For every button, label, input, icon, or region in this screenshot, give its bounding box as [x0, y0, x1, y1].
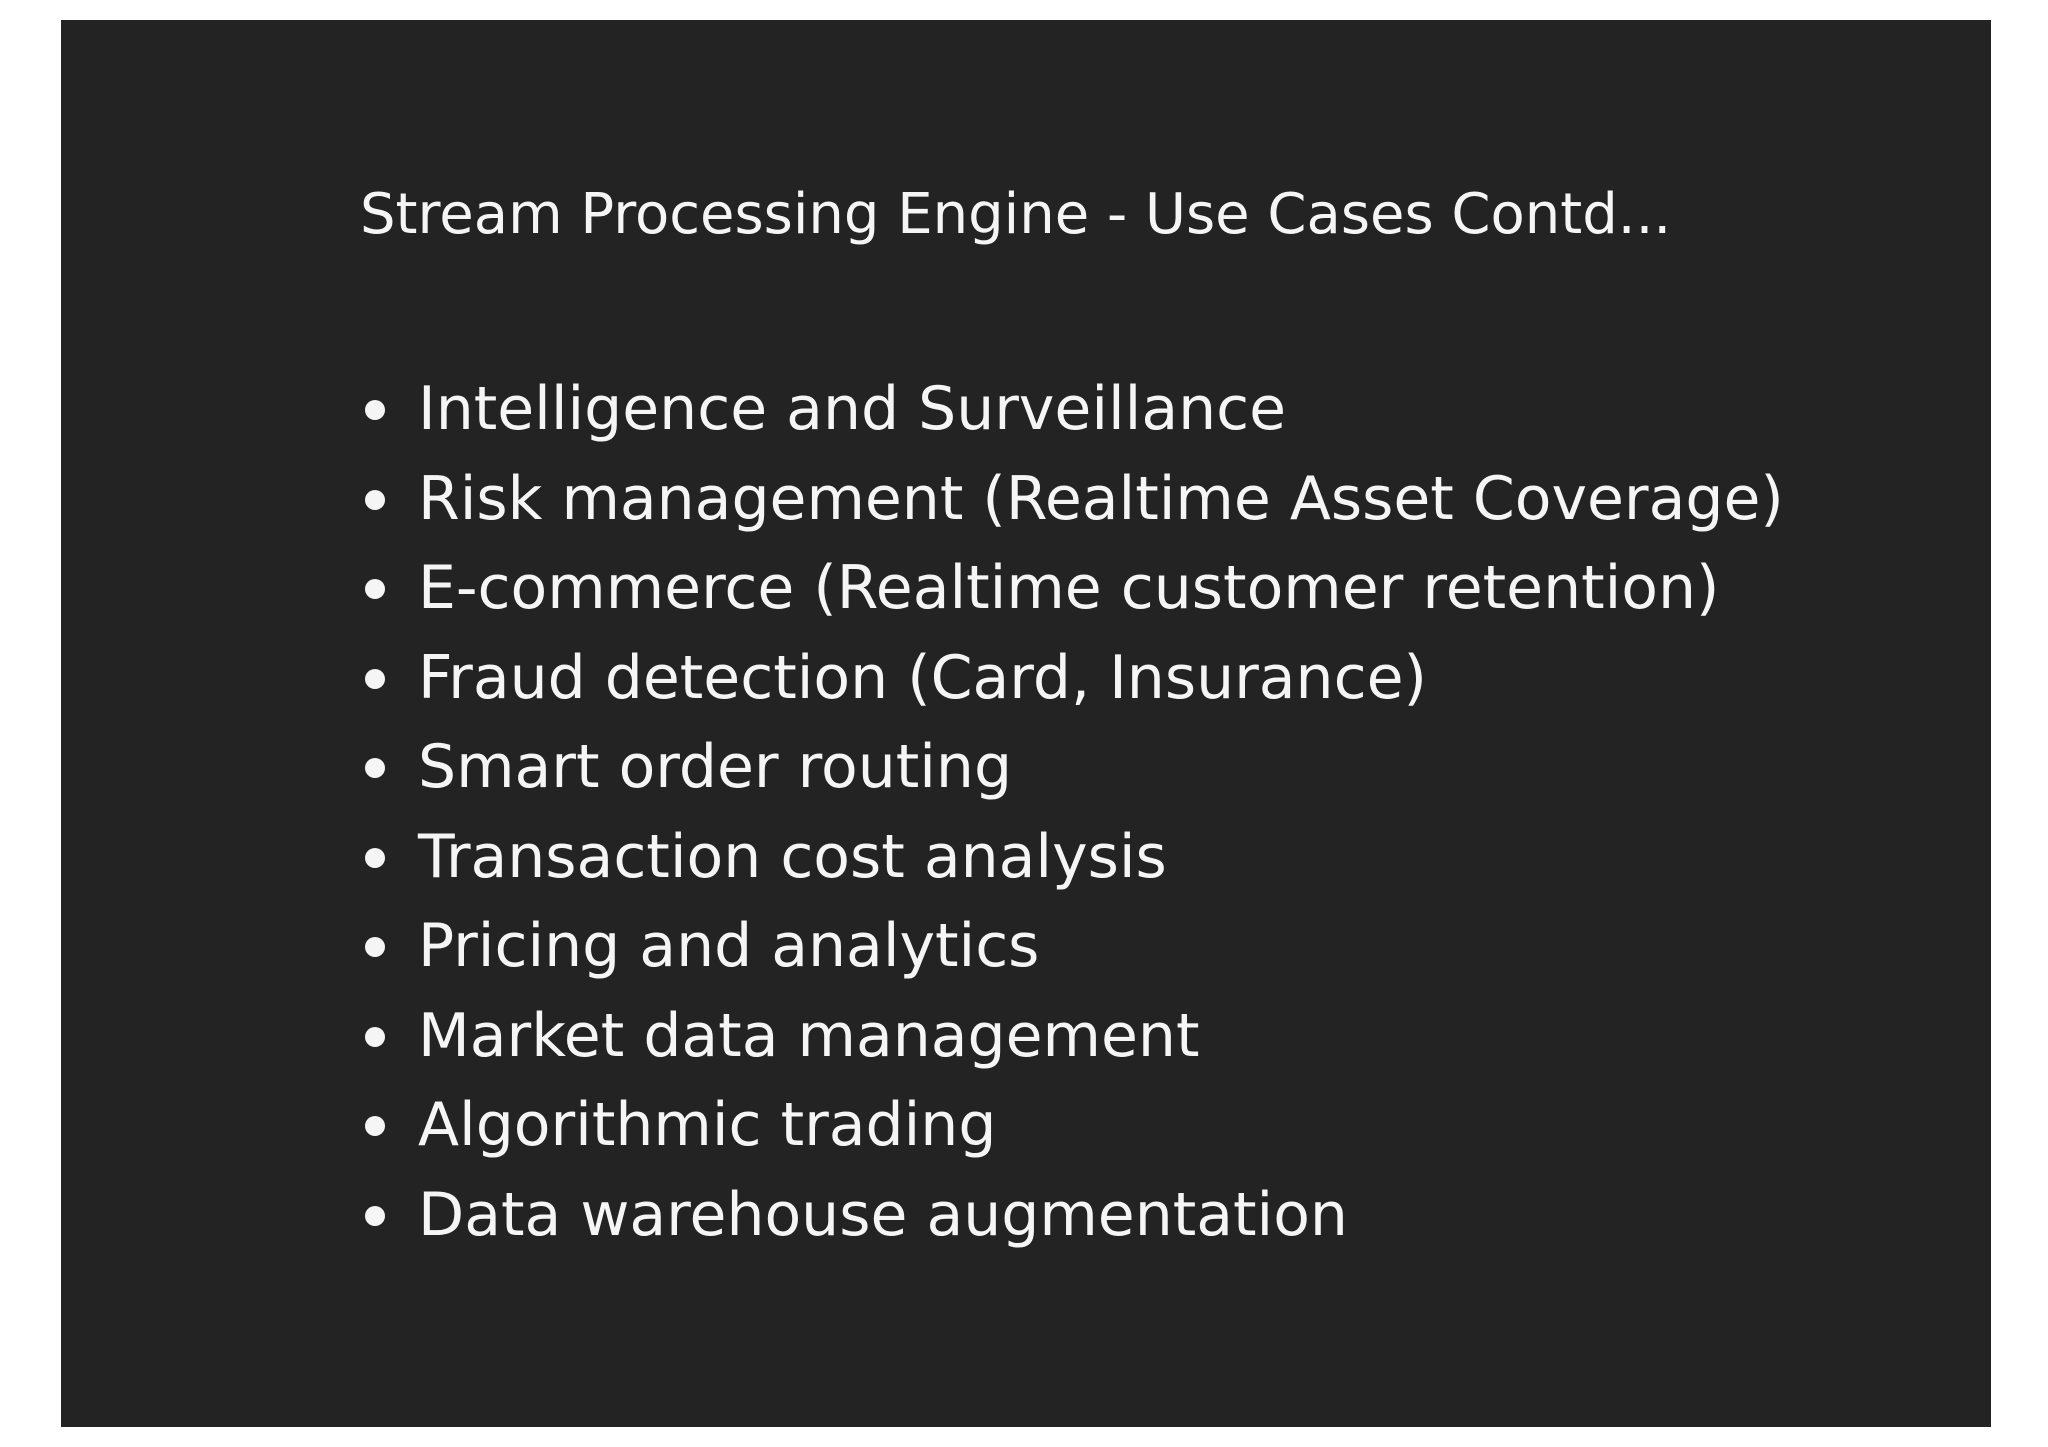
- bullet-text: Algorithmic trading: [418, 1090, 997, 1160]
- bullet-text: Transaction cost analysis: [418, 821, 1167, 892]
- slide-title: Stream Processing Engine - Use Cases Con…: [360, 182, 1672, 247]
- bullet-dot-icon: [365, 668, 385, 689]
- bullet-dot-icon: [365, 1205, 385, 1226]
- bullet-text: Smart order routing: [418, 732, 1013, 802]
- bullet-dot-icon: [365, 1116, 385, 1136]
- bullet-dot-icon: [365, 1026, 385, 1047]
- bullet-dot-icon: [365, 489, 385, 510]
- bullet-text: Intelligence and Surveillance: [418, 374, 1287, 444]
- bullet-text: Market data management: [418, 1000, 1200, 1071]
- bullet-text: E-commerce (Realtime customer retention): [418, 553, 1720, 623]
- bullet-dot-icon: [365, 579, 385, 599]
- bullet-text: Data warehouse augmentation: [418, 1179, 1348, 1250]
- bullet-text: Risk management (Realtime Asset Coverage…: [418, 463, 1784, 534]
- bullet-text: Pricing and analytics: [418, 911, 1040, 981]
- bullet-dot-icon: [365, 847, 385, 868]
- slide: Stream Processing Engine - Use Cases Con…: [61, 20, 1991, 1427]
- bullet-dot-icon: [365, 758, 385, 778]
- bullet-dot-icon: [365, 400, 385, 420]
- bullet-dot-icon: [365, 937, 385, 957]
- bullet-text: Fraud detection (Card, Insurance): [418, 642, 1427, 713]
